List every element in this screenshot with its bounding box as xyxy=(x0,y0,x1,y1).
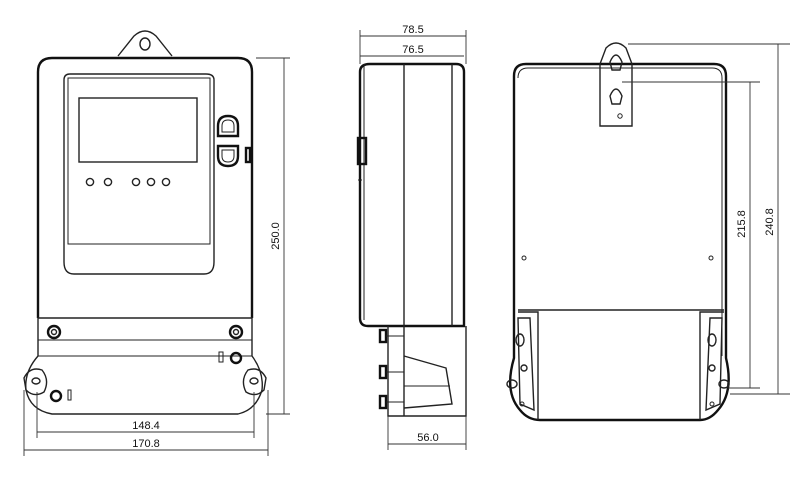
front-terminal-cover xyxy=(25,317,263,415)
front-seal-clip xyxy=(244,146,252,164)
front-screws xyxy=(46,324,244,403)
side-view xyxy=(356,62,467,417)
front-dimensions: 250.0 148.4 170.8 xyxy=(23,57,290,456)
led-indicator xyxy=(131,177,141,187)
back-mount-hole xyxy=(707,333,717,347)
screw xyxy=(49,389,63,403)
back-view xyxy=(506,42,730,422)
seal-slot xyxy=(67,389,72,401)
indicator-leds xyxy=(85,177,171,187)
mount-hole xyxy=(31,377,41,385)
side-terminal-wedge xyxy=(403,355,453,409)
led-indicator xyxy=(161,177,171,187)
screw-center xyxy=(232,328,240,336)
back-hanging-slot xyxy=(609,54,623,71)
back-hanging-bracket xyxy=(599,42,633,127)
front-button-lower-inner xyxy=(221,149,235,163)
back-right-mount-slot xyxy=(705,317,723,412)
side-housing xyxy=(358,62,466,328)
dim-side-terminal-depth: 56.0 xyxy=(417,432,438,444)
back-dimensions: 215.8 240.8 xyxy=(622,43,790,395)
dim-front-height: 250.0 xyxy=(270,222,282,250)
back-hanging-slot xyxy=(609,88,623,105)
back-screw xyxy=(520,364,528,372)
dim-back-total-height: 240.8 xyxy=(764,208,776,236)
mount-hole xyxy=(249,377,259,385)
back-bracket-hole xyxy=(617,113,623,119)
back-screw xyxy=(708,364,716,372)
back-housing xyxy=(508,62,730,422)
back-screw xyxy=(709,401,715,407)
front-mount-ear-left xyxy=(23,368,48,396)
led-indicator xyxy=(85,177,95,187)
led-indicator xyxy=(146,177,156,187)
side-terminal-screw xyxy=(378,364,388,380)
front-button-upper-inner xyxy=(221,119,235,133)
back-right-channel xyxy=(699,311,724,420)
back-mount-hole xyxy=(718,379,730,389)
front-housing xyxy=(36,56,254,318)
back-left-channel xyxy=(518,311,539,420)
dim-back-mount-distance: 215.8 xyxy=(736,210,748,238)
side-button-profile xyxy=(356,136,368,166)
dim-front-inner-width: 148.4 xyxy=(132,420,160,432)
side-terminal-block xyxy=(387,326,467,417)
side-dimensions: 78.5 76.5 56.0 xyxy=(359,24,467,450)
dim-front-outer-width: 170.8 xyxy=(132,438,160,450)
seal-slot xyxy=(218,351,224,363)
front-hanging-hole xyxy=(139,37,151,51)
front-button-lower xyxy=(216,144,240,168)
front-hanging-tab xyxy=(117,30,173,57)
back-left-mount-slot xyxy=(517,317,535,412)
back-screw xyxy=(519,401,525,407)
back-mount-hole xyxy=(515,333,525,347)
dim-side-total-depth: 78.5 xyxy=(402,24,423,36)
back-mount-hole xyxy=(506,379,518,389)
screw xyxy=(228,324,244,340)
dim-side-body-depth: 76.5 xyxy=(402,44,423,56)
led-indicator xyxy=(103,177,113,187)
lcd-display xyxy=(78,97,198,163)
front-button-upper xyxy=(216,114,240,138)
back-housing-inner xyxy=(517,67,723,356)
front-view xyxy=(23,30,267,415)
back-rivet xyxy=(708,255,714,261)
front-mount-ear-right xyxy=(242,368,267,396)
screw xyxy=(229,351,243,365)
side-terminal-screw xyxy=(378,394,388,410)
screw-center xyxy=(50,328,58,336)
screw xyxy=(46,324,62,340)
front-cover-inner xyxy=(67,77,211,245)
side-terminal-screw xyxy=(378,328,388,344)
back-rivet xyxy=(521,255,527,261)
front-cover xyxy=(63,73,215,275)
